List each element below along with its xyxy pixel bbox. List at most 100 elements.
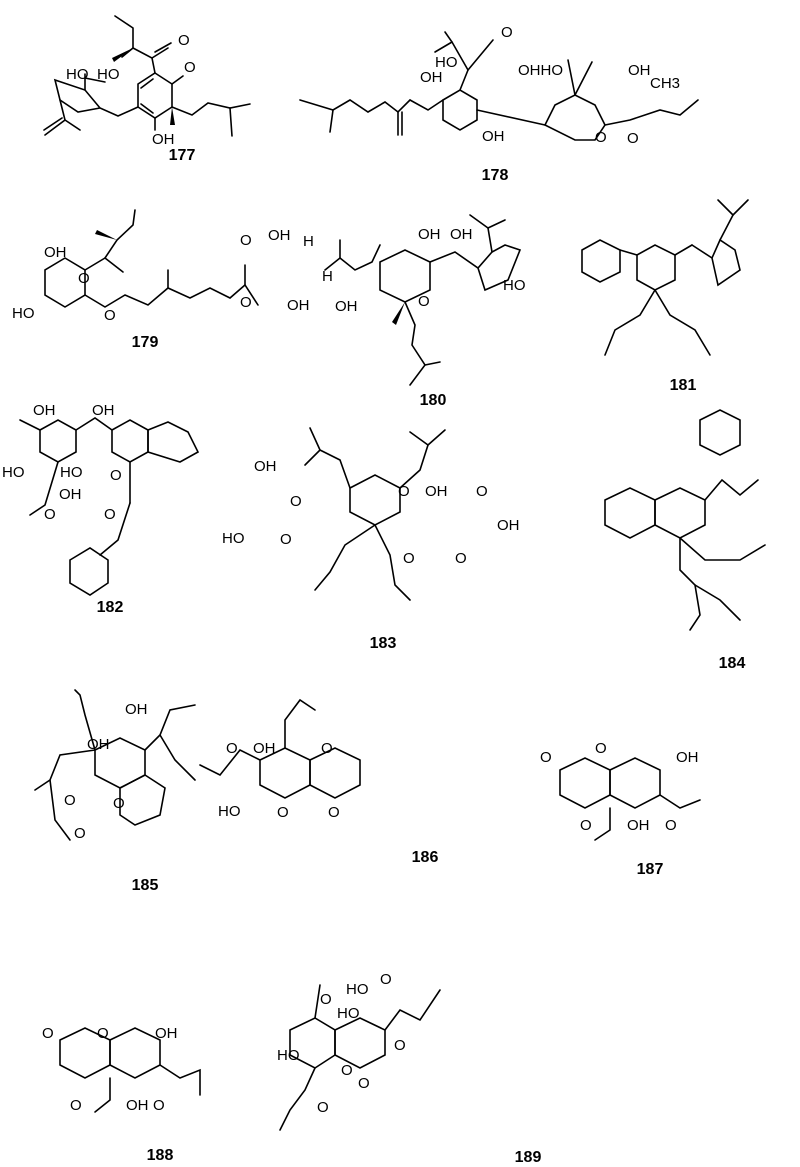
atom-label: HO bbox=[337, 1005, 360, 1022]
atom-label: OH bbox=[497, 517, 520, 534]
structure-178 bbox=[299, 31, 699, 141]
atom-label: O bbox=[476, 483, 488, 500]
atom-label: O bbox=[42, 1025, 54, 1042]
compound-number-180: 180 bbox=[420, 392, 447, 409]
compound-number-188: 188 bbox=[147, 1147, 174, 1164]
atom-label: OH bbox=[450, 226, 473, 243]
atom-label: OH bbox=[59, 486, 82, 503]
atom-label: O bbox=[64, 792, 76, 809]
atom-label: OH bbox=[268, 227, 291, 244]
atom-label: O bbox=[394, 1037, 406, 1054]
atom-label: OH bbox=[92, 402, 115, 419]
atom-label: HO bbox=[435, 54, 458, 71]
compound-number-181: 181 bbox=[670, 377, 697, 394]
atom-label: HO bbox=[12, 305, 35, 322]
atom-label: OH bbox=[287, 297, 310, 314]
atom-label: O bbox=[358, 1075, 370, 1092]
atom-label: OH bbox=[126, 1097, 149, 1114]
atom-label: O bbox=[665, 817, 677, 834]
atom-label: OHHO bbox=[518, 62, 563, 79]
compound-number-187: 187 bbox=[637, 861, 664, 878]
atom-label: OH bbox=[482, 128, 505, 145]
atom-label: HO bbox=[346, 981, 369, 998]
atom-label: HO bbox=[277, 1047, 300, 1064]
atom-label: OH bbox=[44, 244, 67, 261]
structure-183 bbox=[304, 427, 446, 601]
atom-label: O bbox=[403, 550, 415, 567]
atom-label: OH bbox=[628, 62, 651, 79]
atom-label: O bbox=[321, 740, 333, 757]
atom-label: O bbox=[398, 483, 410, 500]
atom-label: HO bbox=[97, 66, 120, 83]
compound-number-178: 178 bbox=[482, 167, 509, 184]
atom-label: HO bbox=[2, 464, 25, 481]
atom-label: O bbox=[380, 971, 392, 988]
compound-number-182: 182 bbox=[97, 599, 124, 616]
atom-label: O bbox=[501, 24, 513, 41]
atom-label: O bbox=[104, 307, 116, 324]
atom-label: O bbox=[184, 59, 196, 76]
structure-184 bbox=[604, 409, 766, 631]
atom-label: OH bbox=[627, 817, 650, 834]
atom-label: OH bbox=[152, 131, 175, 148]
structure-177 bbox=[43, 15, 251, 137]
atom-label: OH bbox=[420, 69, 443, 86]
structure-189 bbox=[279, 984, 441, 1131]
atom-label: O bbox=[595, 740, 607, 757]
atom-label: H bbox=[322, 268, 333, 285]
atom-label: O bbox=[580, 817, 592, 834]
atom-label: O bbox=[178, 32, 190, 49]
atom-label: OH bbox=[253, 740, 276, 757]
atom-label: O bbox=[418, 293, 430, 310]
structure-181 bbox=[581, 199, 749, 356]
atom-label: O bbox=[317, 1099, 329, 1116]
atom-label: O bbox=[280, 531, 292, 548]
atom-label: OH bbox=[425, 483, 448, 500]
atom-label: O bbox=[320, 991, 332, 1008]
atom-label: O bbox=[277, 804, 289, 821]
atom-label: OH bbox=[87, 736, 110, 753]
atom-label: O bbox=[455, 550, 467, 567]
atom-label: OH bbox=[676, 749, 699, 766]
compound-number-186: 186 bbox=[412, 849, 439, 866]
atom-label: O bbox=[328, 804, 340, 821]
atom-label: O bbox=[44, 506, 56, 523]
compound-number-185: 185 bbox=[132, 877, 159, 894]
compound-labels: 177 178 179 180 181 182 183 184 185 186 187 188 189 bbox=[97, 147, 746, 1166]
atom-label: OH bbox=[335, 298, 358, 315]
atom-label: O bbox=[74, 825, 86, 842]
atom-label: O bbox=[104, 506, 116, 523]
atom-label: OH bbox=[254, 458, 277, 475]
atom-label: HO bbox=[218, 803, 241, 820]
atom-label: HO bbox=[503, 277, 526, 294]
compound-number-184: 184 bbox=[719, 655, 746, 672]
atom-label: O bbox=[110, 467, 122, 484]
compound-number-179: 179 bbox=[132, 334, 159, 351]
compound-number-177: 177 bbox=[169, 147, 196, 164]
atom-label: OH bbox=[155, 1025, 178, 1042]
structure-188 bbox=[59, 1027, 201, 1113]
atom-label: O bbox=[113, 795, 125, 812]
atom-label: O bbox=[627, 130, 639, 147]
atom-label: OH bbox=[33, 402, 56, 419]
atom-label: O bbox=[240, 294, 252, 311]
atom-label: O bbox=[595, 129, 607, 146]
atom-label: HO bbox=[66, 66, 89, 83]
compound-number-189: 189 bbox=[515, 1149, 542, 1166]
structure-179 bbox=[44, 209, 259, 308]
atom-label: HO bbox=[222, 530, 245, 547]
atom-label: O bbox=[540, 749, 552, 766]
atom-label: OH bbox=[125, 701, 148, 718]
atom-label: HO bbox=[60, 464, 83, 481]
atom-label: O bbox=[78, 270, 90, 287]
atom-label: O bbox=[70, 1097, 82, 1114]
atom-label: O bbox=[341, 1062, 353, 1079]
atom-label: O bbox=[153, 1097, 165, 1114]
compound-number-183: 183 bbox=[370, 635, 397, 652]
atom-label: O bbox=[290, 493, 302, 510]
atom-label: O bbox=[97, 1025, 109, 1042]
structure-182 bbox=[19, 417, 200, 596]
structure-187 bbox=[559, 757, 701, 841]
atom-label: CH3 bbox=[650, 75, 680, 92]
